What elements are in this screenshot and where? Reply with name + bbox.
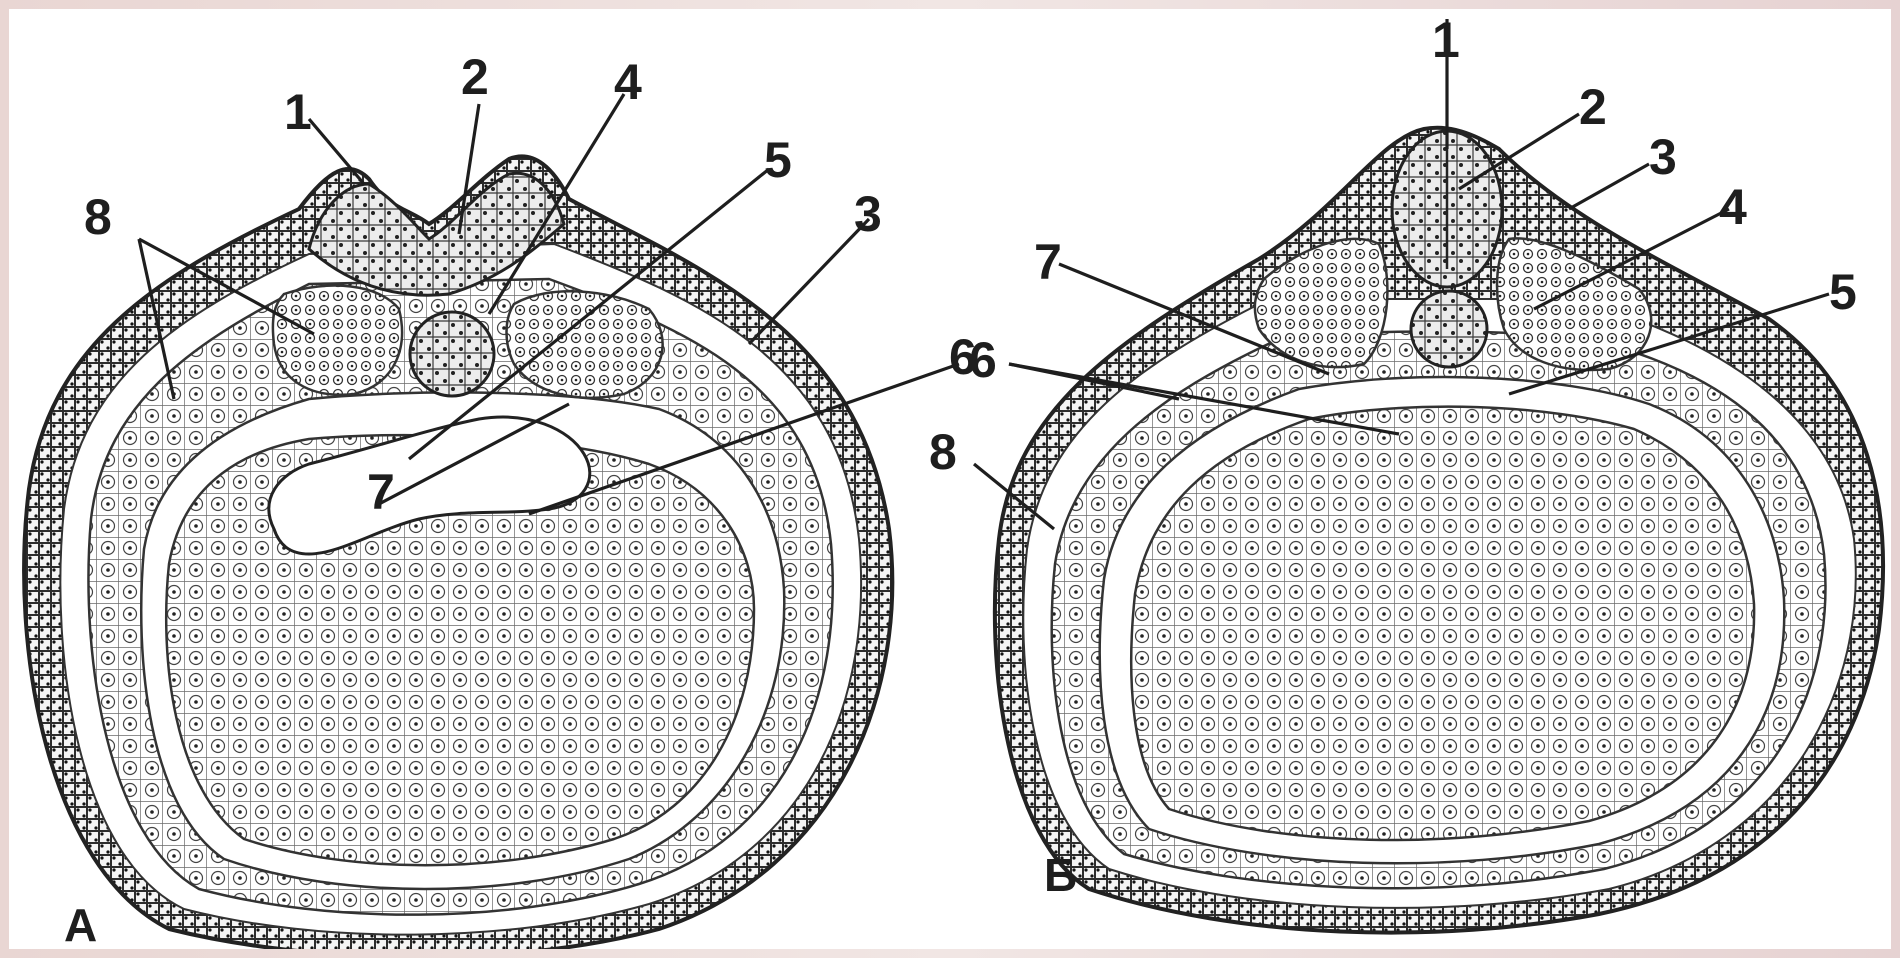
panel-label-b: Б	[1044, 849, 1077, 901]
endoderm-yolk-b	[1131, 407, 1754, 840]
callout-1-b: 1	[1432, 12, 1460, 68]
somite-left-a	[273, 286, 402, 395]
notochord-b	[1411, 291, 1487, 367]
callout-8-b: 8	[929, 424, 957, 480]
callout-6-b: 6	[969, 332, 997, 388]
callout-2-b: 2	[1579, 79, 1607, 135]
callout-4-b: 4	[1719, 179, 1747, 235]
callout-4-a: 4	[614, 54, 642, 110]
panel-b: 1 2 3 4 5 6 7 8 Б	[929, 12, 1883, 933]
callout-5-b: 5	[1829, 264, 1857, 320]
callout-1-a: 1	[284, 84, 312, 140]
notochord-a	[410, 312, 494, 396]
callout-5-a: 5	[764, 132, 792, 188]
callout-7-a: 7	[367, 464, 395, 520]
callout-7-b: 7	[1034, 234, 1062, 290]
panel-label-a: А	[64, 899, 97, 949]
callout-3-b: 3	[1649, 129, 1677, 185]
callout-2-a: 2	[461, 49, 489, 105]
somite-right-a	[507, 291, 663, 397]
callout-8-a: 8	[84, 189, 112, 245]
callout-3-a: 3	[854, 186, 882, 242]
panel-a: 1 2 3 4 5 6 7 8 А	[24, 49, 977, 949]
embryo-cross-section-figure: 1 2 3 4 5 6 7 8 А	[9, 9, 1891, 949]
